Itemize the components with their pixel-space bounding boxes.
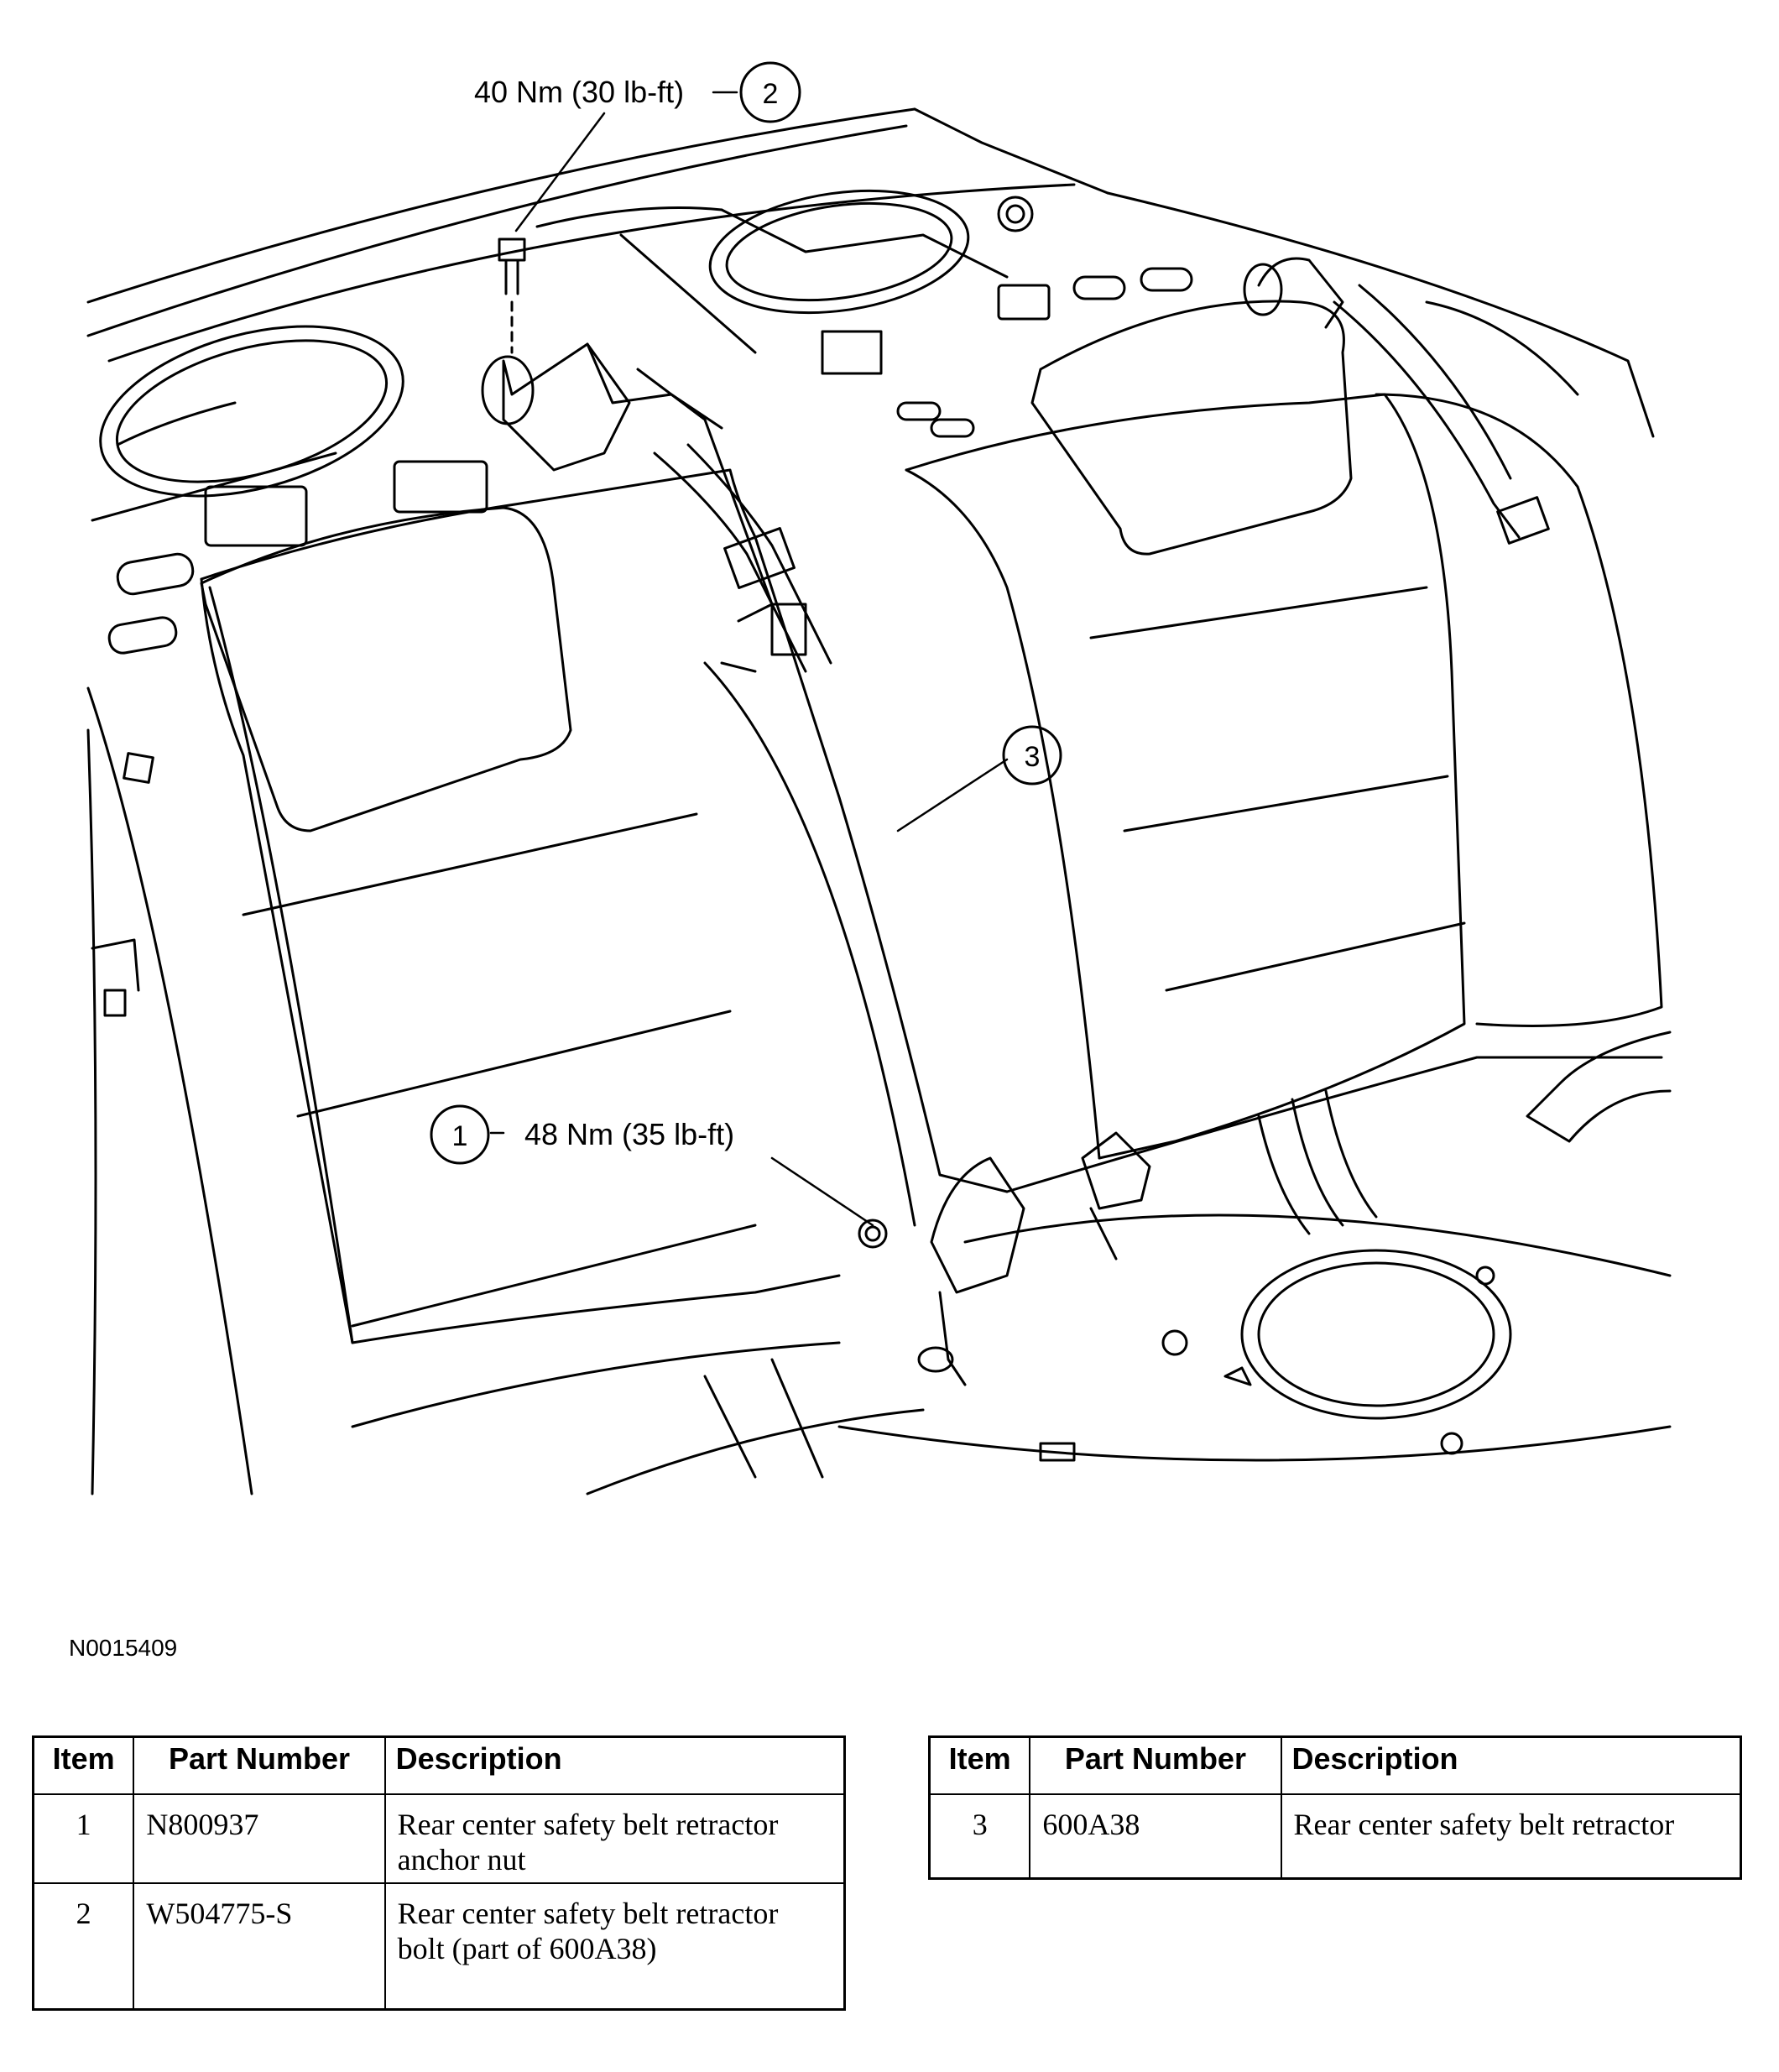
table-header-row: Item Part Number Description: [928, 1735, 1742, 1795]
table-row: 3 600A38 Rear center safety belt retract…: [928, 1793, 1742, 1879]
description-cell: Rear center safety belt retractor anchor…: [383, 1793, 846, 1884]
table-header-row: Item Part Number Description: [32, 1735, 846, 1795]
description-cell: Rear center safety belt retractor: [1280, 1793, 1742, 1879]
callout-3: 3: [1002, 725, 1062, 785]
left-headrest: [200, 506, 572, 832]
parts-table-right: Item Part Number Description 3 600A38 Re…: [928, 1735, 1742, 1880]
left-retractor-assembly: [481, 342, 832, 673]
header-description: Description: [383, 1735, 846, 1795]
callout-2: 40 Nm (30 lb-ft) 2: [474, 61, 801, 123]
callout-1-torque: 48 Nm (35 lb-ft): [524, 1117, 734, 1151]
table-row: 2 W504775-S Rear center safety belt retr…: [32, 1882, 846, 2010]
center-belt-retractor: [858, 1131, 1151, 1386]
right-seat-back: [905, 300, 1663, 1160]
header-description: Description: [1280, 1735, 1742, 1795]
table-row: 1 N800937 Rear center safety belt retrac…: [32, 1793, 846, 1884]
left-side-trim: [86, 728, 154, 1495]
right-retractor-assembly: [1243, 257, 1550, 545]
header-item: Item: [32, 1735, 135, 1795]
rear-floor: [351, 1031, 1672, 1495]
item-cell: 3: [928, 1793, 1031, 1879]
header-part-number: Part Number: [1029, 1735, 1282, 1795]
anchor-nut: [858, 1219, 888, 1249]
part-number-cell: 600A38: [1029, 1793, 1282, 1879]
callout-1: 1 48 Nm (35 lb-ft): [430, 1104, 734, 1165]
parts-table-left: Item Part Number Description 1 N800937 R…: [32, 1735, 846, 2011]
retractor-bolt: [498, 237, 526, 354]
right-headrest: [1030, 300, 1353, 556]
header-part-number: Part Number: [133, 1735, 386, 1795]
item-cell: 2: [32, 1882, 135, 2010]
right-speaker-opening: [725, 201, 953, 302]
callout-2-torque: 40 Nm (30 lb-ft): [474, 75, 684, 109]
description-cell: Rear center safety belt retractor bolt (…: [383, 1882, 846, 2010]
part-number-cell: W504775-S: [133, 1882, 386, 2010]
spare-tire-well: [1257, 1261, 1495, 1407]
callout-2-number: 2: [763, 78, 779, 110]
callout-leaders: [489, 91, 1009, 1227]
callout-1-number: 1: [452, 1120, 468, 1152]
part-number-cell: N800937: [133, 1793, 386, 1884]
callout-3-number: 3: [1025, 741, 1041, 773]
left-speaker-opening: [115, 339, 389, 483]
left-belt-webbing: [653, 443, 832, 673]
figure-id: N0015409: [69, 1635, 178, 1661]
item-cell: 1: [32, 1793, 135, 1884]
seat-belt-retractor-illustration: 40 Nm (30 lb-ft) 2 3 1 48 Nm (35 lb-ft): [86, 61, 1672, 1495]
header-item: Item: [928, 1735, 1031, 1795]
rear-package-tray: [86, 107, 1655, 655]
left-seat-back: [86, 468, 1009, 1495]
